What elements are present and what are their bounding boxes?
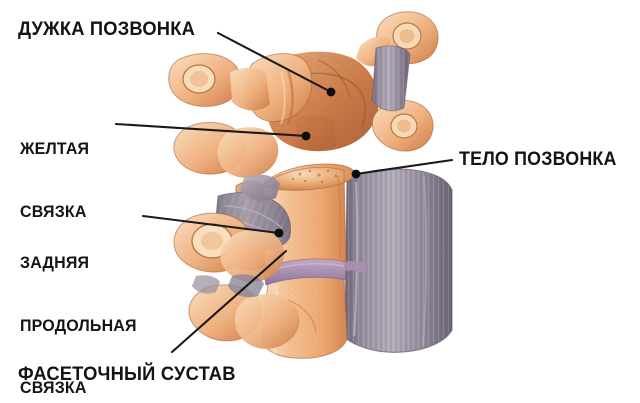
label-ligamentum-flavum-line-1: ЖЕЛТАЯ: [20, 139, 90, 159]
leader-dot-vertebral-arch: [326, 87, 336, 97]
leader-dot-vertebral-body: [351, 169, 361, 179]
leader-dot-posterior-longitudinal-ligament: [274, 228, 284, 238]
vertebral-arch-complex: [168, 11, 439, 152]
anterior-longitudinal-ligament-band: [339, 168, 453, 353]
label-posterior-longitudinal-ligament: ЗАДНЯЯ ПРОДОЛЬНАЯ СВЯЗКА: [20, 212, 137, 403]
label-facet-joint: ФАСЕТОЧНЫЙ СУСТАВ: [18, 363, 236, 385]
leader-ligamentum-flavum: [114, 122, 308, 138]
leader-dot-ligamentum-flavum: [301, 131, 311, 141]
lower-disc-edge: [344, 260, 366, 274]
leader-vertebral-arch: [216, 31, 333, 94]
facet-joint-complex: [173, 122, 317, 349]
leader-posterior-longitudinal-ligament: [141, 214, 281, 235]
label-posterior-longitudinal-ligament-line-1: ЗАДНЯЯ: [20, 253, 90, 273]
label-ligamentum-flavum-line-2: СВЯЗКА: [20, 201, 87, 221]
leader-vertebral-body: [354, 158, 454, 176]
label-vertebral-body: ТЕЛО ПОЗВОНКА: [459, 149, 617, 170]
label-posterior-longitudinal-ligament-line-3: СВЯЗКА: [20, 377, 87, 397]
label-ligamentum-flavum: ЖЕЛТАЯ СВЯЗКА: [20, 98, 89, 264]
label-vertebral-arch: ДУЖКА ПОЗВОНКА: [18, 18, 196, 40]
intertransverse-ligament: [371, 45, 411, 112]
leader-facet-joint: [170, 249, 288, 354]
label-posterior-longitudinal-ligament-line-2: ПРОДОЛЬНАЯ: [20, 315, 137, 335]
